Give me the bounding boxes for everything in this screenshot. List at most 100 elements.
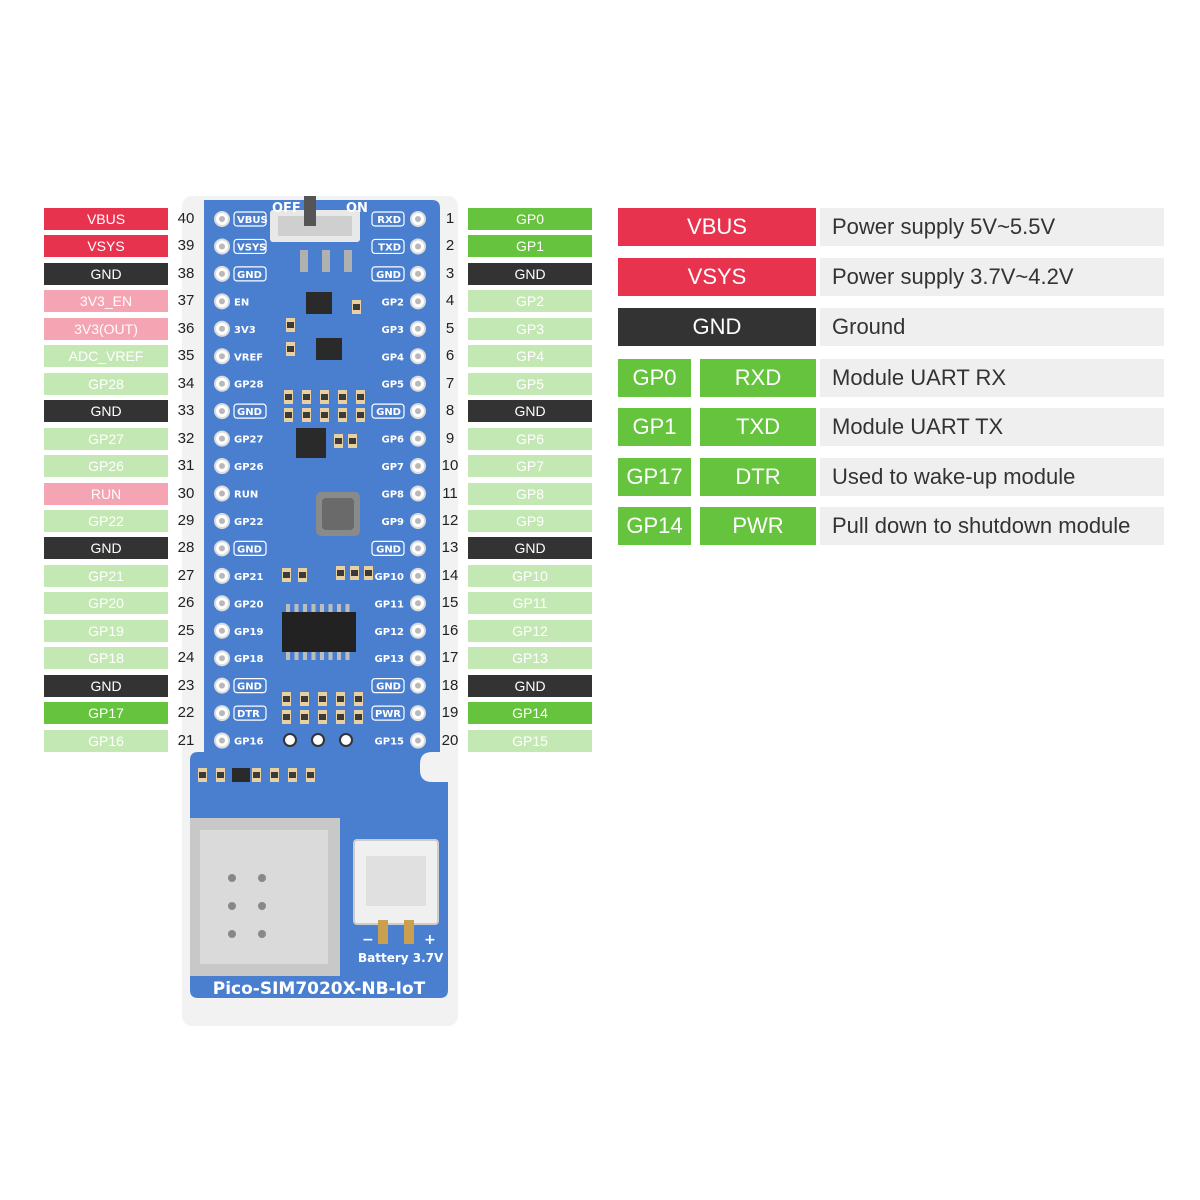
silk-text-1: RXD	[377, 215, 401, 226]
silk-text-32: GP27	[234, 435, 263, 446]
pin-pads	[214, 211, 426, 749]
silk-box-39	[233, 238, 267, 255]
pin-number-11: 11	[442, 484, 458, 502]
silk-box-23	[233, 678, 267, 694]
pin-hole-8	[415, 408, 421, 415]
silk-text-21: GP16	[234, 737, 263, 748]
pin-hole-7	[415, 380, 421, 387]
pin-label-10: GP7	[468, 455, 592, 478]
legend-description: Pull down to shutdown module	[832, 513, 1131, 538]
pin-number-21: 21	[177, 731, 195, 749]
silk-text-23: GND	[237, 682, 262, 693]
chip-leg	[320, 604, 324, 612]
passive-body	[287, 322, 294, 328]
passive-body	[335, 438, 342, 444]
passive-body	[299, 572, 306, 578]
regulator-chip	[306, 292, 332, 314]
pin-label-4: GP2	[468, 290, 592, 313]
silk-box-1	[371, 211, 405, 227]
silk-text-26: GP20	[234, 599, 263, 610]
pin-number-10: 10	[441, 457, 459, 475]
pin-number-1: 1	[445, 210, 455, 227]
passive-body	[337, 570, 344, 576]
chip-leg	[337, 604, 341, 612]
passive-body	[283, 696, 290, 702]
legend-function: TXD	[700, 408, 816, 446]
regulator-chip	[316, 338, 342, 360]
chip-leg	[286, 652, 290, 660]
passive-body	[365, 570, 372, 576]
pin-number-5: 5	[445, 319, 455, 337]
passive-body	[217, 772, 224, 778]
pin-label-23: GND	[44, 674, 168, 697]
silk-text-38: GND	[237, 270, 262, 281]
pin-number-18: 18	[441, 676, 459, 694]
passive-body	[339, 412, 346, 418]
pin-label-20: GP15	[468, 729, 592, 752]
pin-number-28: 28	[177, 539, 195, 557]
chip-leg	[286, 604, 290, 612]
silk-text-31: GP26	[234, 462, 263, 473]
passive-body	[199, 772, 206, 778]
test-pad	[283, 733, 297, 747]
pin-hole-18	[415, 682, 421, 689]
sim-contact	[258, 874, 266, 882]
passive-body	[357, 412, 364, 418]
pin-hole-30	[219, 490, 225, 497]
silk-text-15: GP11	[375, 599, 404, 610]
legend-description-background	[820, 408, 1164, 446]
chip-legs	[286, 604, 350, 660]
passive-body	[337, 714, 344, 720]
pcb	[190, 200, 448, 998]
passive-body	[321, 394, 328, 400]
pin-hole-21	[219, 737, 225, 744]
legend-swatch: GND	[618, 308, 816, 346]
pin-number-16: 16	[441, 621, 459, 639]
legend-gpio: GP1	[618, 408, 691, 446]
pin-hole-10	[415, 463, 421, 470]
pin-hole-24	[219, 655, 225, 662]
legend-gpio: GP17	[618, 458, 691, 496]
pin-number-40: 40	[177, 210, 195, 227]
pin-number-25: 25	[177, 621, 195, 639]
silk-text-11: GP8	[382, 490, 405, 501]
chip-leg	[294, 652, 299, 660]
sim-contact	[258, 930, 266, 938]
chip-leg	[294, 604, 299, 612]
pin-label-28: GND	[44, 537, 168, 560]
passive-body	[303, 394, 310, 400]
legend-function: RXD	[700, 359, 816, 397]
silk-text-24: GP18	[234, 654, 263, 665]
pin-hole-38	[219, 270, 225, 277]
legend-function: DTR	[700, 458, 816, 496]
pin-label-22: GP17	[44, 702, 168, 725]
pin-label-27: GP21	[44, 564, 168, 587]
pin-label-21: GP16	[44, 729, 168, 752]
pin-label-26: GP20	[44, 592, 168, 615]
passive-body	[289, 772, 296, 778]
passive-body	[319, 696, 326, 702]
legend-function: PWR	[700, 507, 816, 545]
sim-contact	[228, 930, 236, 938]
pin-label-38: GND	[44, 262, 168, 285]
silk-box-33	[233, 403, 267, 419]
passive-body	[321, 412, 328, 418]
legend-description-background	[820, 208, 1164, 246]
pin-number-2: 2	[445, 237, 455, 255]
pin-label-32: GP27	[44, 427, 168, 450]
pin-hole-3	[415, 270, 421, 277]
silk-box-28	[233, 540, 267, 557]
silk-box-2	[371, 238, 405, 255]
pin-hole-40	[219, 216, 225, 222]
pin-hole-34	[219, 380, 225, 387]
transistor-chip	[296, 428, 326, 458]
pin-number-15: 15	[441, 594, 459, 612]
test-pad	[339, 733, 353, 747]
pin-number-39: 39	[177, 237, 195, 255]
switch-leg	[300, 250, 308, 272]
silk-text-2: TXD	[378, 242, 401, 253]
chip-leg	[303, 652, 307, 660]
legend-description: Module UART TX	[832, 414, 1004, 439]
pin-label-8: GND	[468, 400, 592, 423]
